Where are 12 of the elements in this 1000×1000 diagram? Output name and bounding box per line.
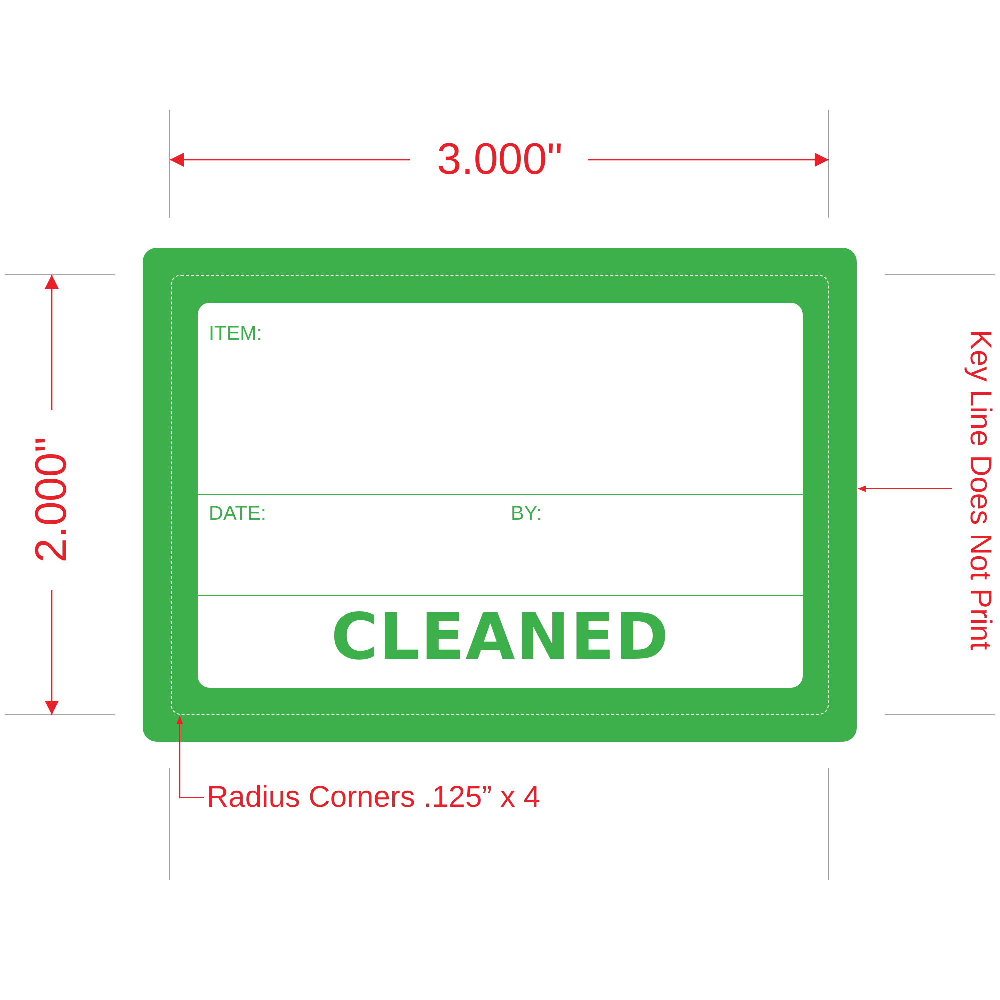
field-label: ITEM: <box>209 323 262 345</box>
dimension-text: 2.000" <box>30 437 74 563</box>
label-background <box>143 248 857 742</box>
callout-text: Key Line Does Not Print <box>963 330 998 650</box>
field-label: DATE: <box>209 503 266 525</box>
leader-line <box>176 716 204 798</box>
field-label: BY: <box>511 503 542 525</box>
label-title: CLEANED <box>331 603 670 674</box>
leader-line <box>858 486 952 492</box>
dimension-text: 3.000" <box>437 138 563 182</box>
callout-text: Radius Corners .125” x 4 <box>207 780 542 816</box>
label-panel <box>198 303 803 688</box>
